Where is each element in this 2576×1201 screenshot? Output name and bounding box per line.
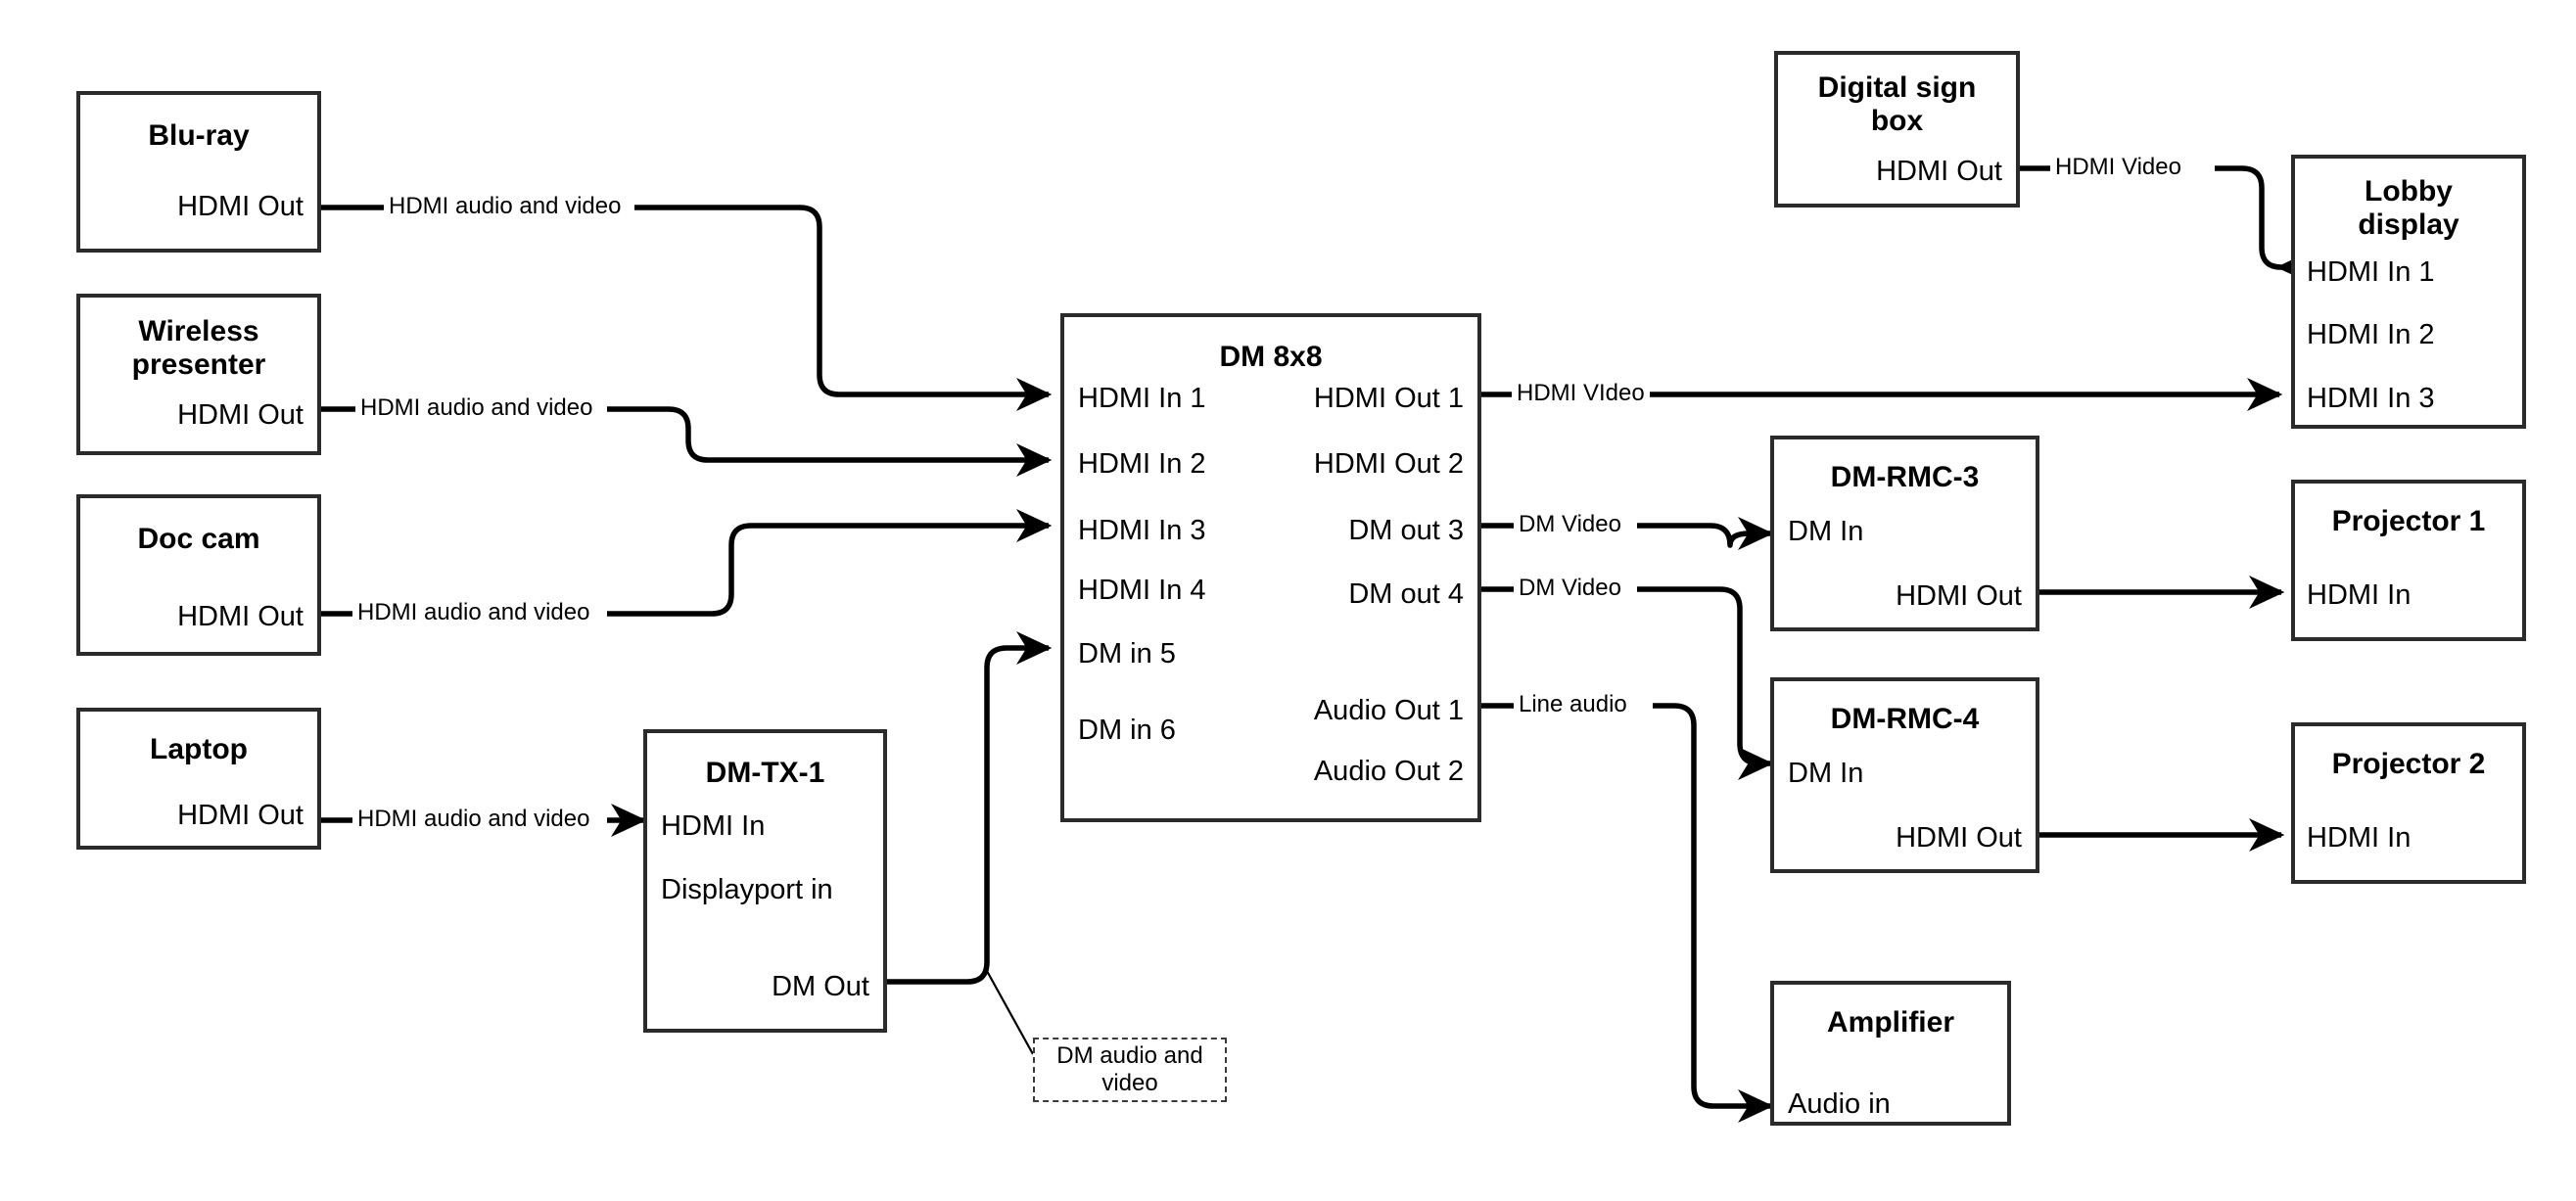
edge-label-wireless-to-dm8x8: HDMI audio and video bbox=[355, 394, 598, 422]
dm-8x8-port-hdmi-in-2: HDMI In 2 bbox=[1078, 448, 1206, 480]
digital-sign-box-port-hdmi-out: HDMI Out bbox=[1876, 156, 2002, 187]
node-dm-rmc-4[interactable]: DM-RMC-4 DM In HDMI Out bbox=[1770, 677, 2039, 873]
node-laptop[interactable]: Laptop HDMI Out bbox=[76, 708, 321, 850]
dm-8x8-port-audio-out-2: Audio Out 2 bbox=[1313, 756, 1464, 787]
lobby-display-title-line1: Lobby bbox=[2365, 175, 2453, 208]
wire-wireless-to-dm8x8-hdmi-in-2-b bbox=[607, 406, 1053, 478]
node-bluray[interactable]: Blu-ray HDMI Out bbox=[76, 91, 321, 253]
amplifier-port-audio-in: Audio in bbox=[1788, 1088, 1891, 1120]
wire-dmtx1-dm-out-to-dm8x8-dm-in-5 bbox=[887, 630, 1053, 985]
edge-label-digital-sign-to-lobby: HDMI Video bbox=[2050, 154, 2186, 181]
wire-dm8x8-audio-out-1-to-amplifier-b bbox=[1653, 703, 1774, 1124]
dm-8x8-port-dm-out-3: DM out 3 bbox=[1348, 515, 1464, 546]
digital-sign-box-title-line2: box bbox=[1870, 105, 1924, 137]
edge-label-dm-out-3-to-rmc3: DM Video bbox=[1514, 511, 1626, 538]
dm-8x8-port-hdmi-out-2: HDMI Out 2 bbox=[1313, 448, 1464, 480]
bluray-port-hdmi-out: HDMI Out bbox=[177, 191, 304, 222]
edge-label-bluray-to-dm8x8: HDMI audio and video bbox=[384, 193, 627, 220]
callout-leader-line bbox=[986, 970, 1034, 1055]
lobby-display-port-hdmi-in-1: HDMI In 1 bbox=[2307, 256, 2435, 288]
projector-2-title: Projector 2 bbox=[2331, 748, 2486, 780]
node-projector-1[interactable]: Projector 1 HDMI In bbox=[2291, 480, 2526, 641]
edge-label-hdmi-out-1-to-lobby: HDMI VIdeo bbox=[1512, 380, 1650, 407]
projector-1-title: Projector 1 bbox=[2331, 505, 2486, 537]
dm-8x8-port-hdmi-in-1: HDMI In 1 bbox=[1078, 383, 1206, 414]
node-amplifier[interactable]: Amplifier Audio in bbox=[1770, 981, 2011, 1126]
dm-rmc-3-port-dm-in: DM In bbox=[1788, 516, 1864, 547]
node-dm-rmc-3[interactable]: DM-RMC-3 DM In HDMI Out bbox=[1770, 436, 2039, 631]
wire-dm8x8-dm-out-4-to-dmrmc4-dm-in-b bbox=[1637, 586, 1774, 781]
doc-cam-port-hdmi-out: HDMI Out bbox=[177, 601, 304, 632]
wireless-presenter-title-line2: presenter bbox=[131, 348, 266, 381]
dm-tx-1-port-dm-out: DM Out bbox=[772, 971, 869, 1002]
dm-rmc-4-port-dm-in: DM In bbox=[1788, 758, 1864, 789]
amplifier-title: Amplifier bbox=[1826, 1006, 1955, 1039]
wire-doccam-to-dm8x8-hdmi-in-3-b bbox=[607, 508, 1053, 617]
callout-dm-audio-and-video: DM audio and video bbox=[1033, 1038, 1227, 1102]
edge-label-audio-out-1-to-amplifier: Line audio bbox=[1514, 691, 1632, 718]
dm-8x8-port-dm-out-4: DM out 4 bbox=[1348, 578, 1464, 610]
wire-dm8x8-dm-out-3-to-dmrmc3-dm-in-b bbox=[1637, 516, 1774, 551]
lobby-display-port-hdmi-in-3: HDMI In 3 bbox=[2307, 383, 2435, 414]
wireless-presenter-port-hdmi-out: HDMI Out bbox=[177, 399, 304, 431]
dm-8x8-port-hdmi-in-3: HDMI In 3 bbox=[1078, 515, 1206, 546]
bluray-title: Blu-ray bbox=[148, 119, 250, 152]
projector-1-port-hdmi-in: HDMI In bbox=[2307, 579, 2412, 611]
node-projector-2[interactable]: Projector 2 HDMI In bbox=[2291, 722, 2526, 884]
laptop-title: Laptop bbox=[150, 733, 248, 765]
dm-8x8-port-hdmi-in-4: HDMI In 4 bbox=[1078, 575, 1206, 606]
dm-rmc-4-port-hdmi-out: HDMI Out bbox=[1896, 822, 2022, 854]
projector-2-port-hdmi-in: HDMI In bbox=[2307, 822, 2412, 854]
node-doc-cam[interactable]: Doc cam HDMI Out bbox=[76, 494, 321, 656]
dm-8x8-title: DM 8x8 bbox=[1219, 341, 1323, 373]
dm-rmc-3-port-hdmi-out: HDMI Out bbox=[1896, 580, 2022, 612]
dm-8x8-port-dm-in-6: DM in 6 bbox=[1078, 715, 1176, 746]
node-dm-8x8[interactable]: DM 8x8 HDMI In 1 HDMI In 2 HDMI In 3 HDM… bbox=[1060, 313, 1481, 822]
node-dm-tx-1[interactable]: DM-TX-1 HDMI In Displayport in DM Out bbox=[643, 729, 887, 1033]
node-wireless-presenter[interactable]: Wireless presenter HDMI Out bbox=[76, 294, 321, 455]
dm-8x8-port-audio-out-1: Audio Out 1 bbox=[1313, 695, 1464, 726]
node-digital-sign-box[interactable]: Digital sign box HDMI Out bbox=[1774, 51, 2020, 208]
edge-label-dm-out-4-to-rmc4: DM Video bbox=[1514, 575, 1626, 602]
lobby-display-title-line2: display bbox=[2358, 208, 2459, 241]
dm-rmc-3-title: DM-RMC-3 bbox=[1830, 461, 1980, 493]
dm-8x8-port-dm-in-5: DM in 5 bbox=[1078, 638, 1176, 670]
digital-sign-box-title-line1: Digital sign bbox=[1817, 71, 1977, 104]
dm-tx-1-port-displayport-in: Displayport in bbox=[661, 874, 833, 905]
doc-cam-title: Doc cam bbox=[137, 523, 260, 555]
wireless-presenter-title-line1: Wireless bbox=[138, 315, 259, 347]
dm-rmc-4-title: DM-RMC-4 bbox=[1830, 703, 1980, 735]
wire-digitalsign-to-lobby-hdmi-in-1-b bbox=[2215, 165, 2312, 285]
dm-8x8-port-hdmi-out-1: HDMI Out 1 bbox=[1313, 383, 1464, 414]
wire-bluray-to-dm8x8-hdmi-in-1-b bbox=[634, 205, 1053, 412]
lobby-display-port-hdmi-in-2: HDMI In 2 bbox=[2307, 319, 2435, 350]
edge-label-laptop-to-dmtx1: HDMI audio and video bbox=[352, 806, 595, 833]
node-lobby-display[interactable]: Lobby display HDMI In 1 HDMI In 2 HDMI I… bbox=[2291, 155, 2526, 429]
dm-tx-1-title: DM-TX-1 bbox=[705, 757, 825, 789]
dm-tx-1-port-hdmi-in: HDMI In bbox=[661, 810, 766, 842]
laptop-port-hdmi-out: HDMI Out bbox=[177, 800, 304, 831]
edge-label-doccam-to-dm8x8: HDMI audio and video bbox=[352, 599, 595, 626]
